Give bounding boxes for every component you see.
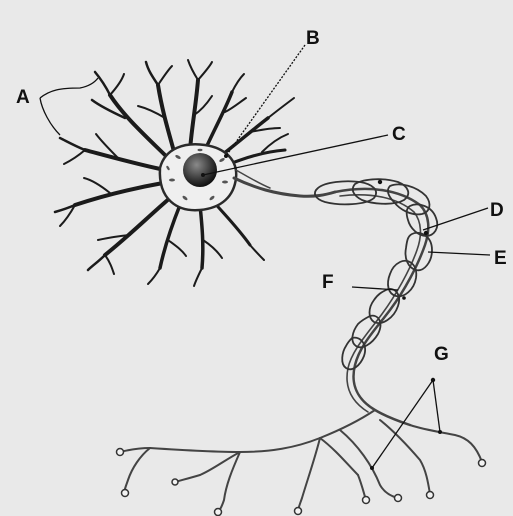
label-d: D [490, 200, 504, 221]
label-f: F [322, 272, 334, 293]
terminal-buttons [117, 449, 486, 516]
label-c: C [392, 124, 406, 145]
label-a: A [16, 87, 30, 108]
label-e: E [494, 248, 507, 269]
label-b: B [306, 28, 320, 49]
label-g: G [434, 344, 449, 365]
nucleus [183, 153, 217, 187]
